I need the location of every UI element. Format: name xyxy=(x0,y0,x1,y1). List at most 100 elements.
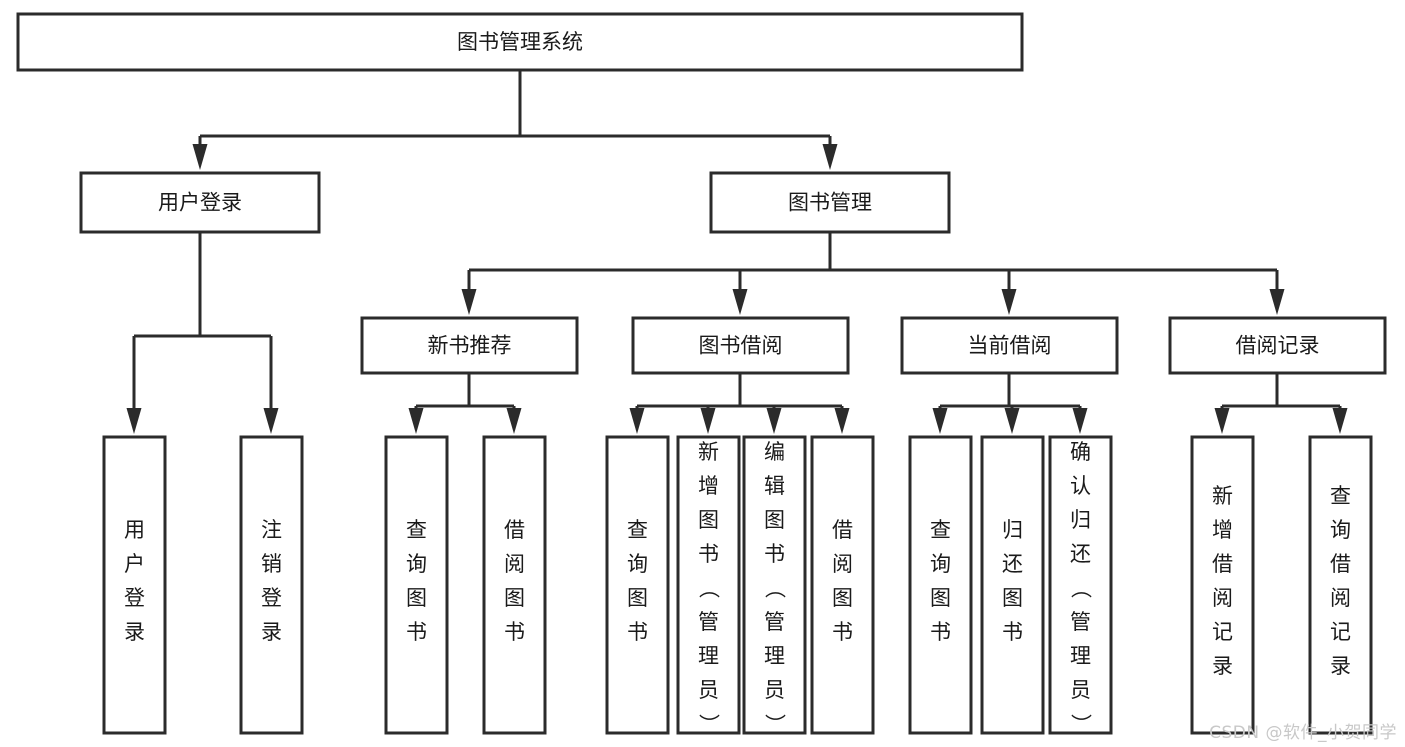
node-label-char: 注 xyxy=(261,518,282,542)
node-label-char: （ xyxy=(1069,578,1093,599)
node-label-char: 归 xyxy=(1070,508,1091,532)
node-label-char: 还 xyxy=(1070,542,1091,566)
node-label-char: 借 xyxy=(1212,552,1233,576)
node-new-book-rec[interactable]: 新书推荐 xyxy=(360,316,579,375)
node-label-char: 理 xyxy=(764,644,785,668)
node-box xyxy=(900,316,1119,375)
node-user-login[interactable]: 用户登录 xyxy=(79,171,321,234)
node-label-char: 书 xyxy=(832,620,853,644)
arrow-head-icon xyxy=(932,408,948,434)
node-label-char: 还 xyxy=(1002,552,1023,576)
node-label: 图书借阅 xyxy=(699,334,783,358)
node-book-borrow[interactable]: 图书借阅 xyxy=(631,316,850,375)
node-label-char: 书 xyxy=(627,620,648,644)
node-box xyxy=(908,435,973,735)
node-label-char: 阅 xyxy=(1330,586,1351,610)
node-label-char: 书 xyxy=(764,542,785,566)
node-box xyxy=(1048,435,1113,735)
node-label-char: 书 xyxy=(1002,620,1023,644)
node-book-manage[interactable]: 图书管理 xyxy=(709,171,951,234)
node-label-char: 书 xyxy=(406,620,427,644)
node-box xyxy=(360,316,579,375)
node-label-char: 员 xyxy=(1070,678,1091,702)
arrow-head-icon xyxy=(506,408,522,434)
node-box xyxy=(709,171,951,234)
node-label-char: 登 xyxy=(124,586,145,610)
arrow-head-icon xyxy=(822,144,838,170)
node-box xyxy=(676,435,741,735)
node-label: 图书管理系统 xyxy=(457,30,583,54)
node-label-char: 新 xyxy=(698,440,719,464)
node-label-char: 登 xyxy=(261,586,282,610)
node-label-char: 借 xyxy=(504,518,525,542)
node-label-char: 理 xyxy=(698,644,719,668)
node-label: 图书管理 xyxy=(788,191,872,215)
node-root[interactable]: 图书管理系统 xyxy=(16,12,1024,72)
node-label-char: 查 xyxy=(627,518,648,542)
node-label-char: 询 xyxy=(406,552,427,576)
arrow-head-icon xyxy=(629,408,645,434)
node-label-char: 询 xyxy=(930,552,951,576)
node-label-char: ） xyxy=(697,714,721,735)
arrow-head-icon xyxy=(1269,289,1285,315)
node-box xyxy=(384,435,449,735)
node-leaf-user-login[interactable]: 用户登录 xyxy=(102,435,167,735)
node-label-char: 询 xyxy=(627,552,648,576)
node-box xyxy=(742,435,807,735)
arrow-head-icon xyxy=(1332,408,1348,434)
node-box xyxy=(1190,435,1255,735)
node-borrow-record[interactable]: 借阅记录 xyxy=(1168,316,1387,375)
arrow-head-icon xyxy=(461,289,477,315)
node-box xyxy=(239,435,304,735)
node-label-char: 理 xyxy=(1070,644,1091,668)
node-label-char: 图 xyxy=(698,508,719,532)
node-label-char: 书 xyxy=(930,620,951,644)
node-label-char: 查 xyxy=(406,518,427,542)
node-label-char: 书 xyxy=(698,542,719,566)
node-label-char: 销 xyxy=(261,552,282,576)
arrow-head-icon xyxy=(1072,408,1088,434)
node-label-char: 记 xyxy=(1330,620,1351,644)
node-label-char: 书 xyxy=(504,620,525,644)
node-label-char: 借 xyxy=(832,518,853,542)
node-label-char: 员 xyxy=(764,678,785,702)
node-label-char: 询 xyxy=(1330,518,1351,542)
node-label-char: 新 xyxy=(1212,484,1233,508)
node-box xyxy=(482,435,547,735)
node-label-char: 图 xyxy=(504,586,525,610)
node-box xyxy=(1308,435,1373,735)
node-label-char: 用 xyxy=(124,518,145,542)
node-box xyxy=(79,171,321,234)
node-label-char: （ xyxy=(697,578,721,599)
node-box xyxy=(1168,316,1387,375)
node-label-char: 录 xyxy=(261,620,282,644)
node-current-borrow[interactable]: 当前借阅 xyxy=(900,316,1119,375)
arrow-head-icon xyxy=(700,408,716,434)
node-label-char: 阅 xyxy=(504,552,525,576)
node-label-char: 编 xyxy=(764,440,785,464)
arrow-head-icon xyxy=(192,144,208,170)
node-box xyxy=(605,435,670,735)
arrow-head-icon xyxy=(263,408,279,434)
node-box xyxy=(980,435,1045,735)
node-label: 当前借阅 xyxy=(968,334,1052,358)
arrow-head-icon xyxy=(1001,289,1017,315)
node-label-char: 图 xyxy=(406,586,427,610)
node-label-char: （ xyxy=(763,578,787,599)
node-box xyxy=(631,316,850,375)
node-label-char: 管 xyxy=(698,610,719,634)
node-label: 用户登录 xyxy=(158,191,242,215)
